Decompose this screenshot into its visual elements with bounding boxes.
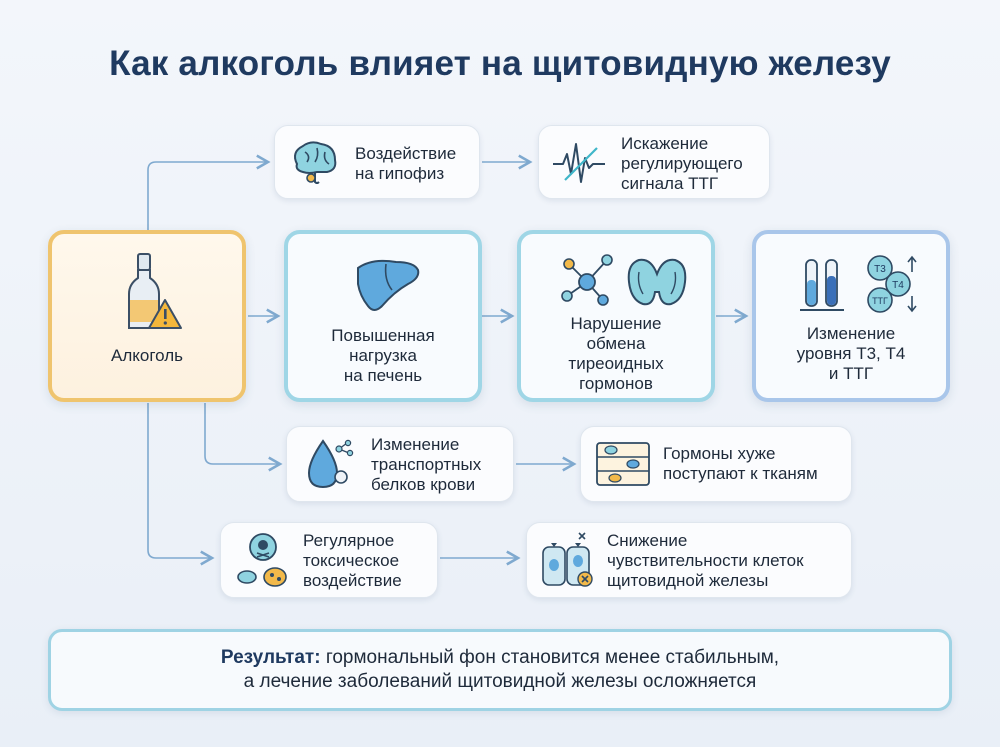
node-metabolism-text: Нарушение обмена тиреоидных гормонов: [521, 314, 711, 394]
node-tsh-signal: Искажение регулирующего сигнала ТТГ: [538, 125, 770, 199]
tissue-cells-icon: [596, 442, 650, 486]
node-transport-line: белков крови: [371, 475, 476, 494]
node-transport-line: транспортных: [371, 455, 482, 474]
node-tsh-signal-line: регулирующего: [621, 154, 743, 173]
blood-drop-icon: [307, 439, 354, 489]
node-pituitary-line: на гипофиз: [355, 164, 445, 183]
node-tissues: Гормоны хуже поступают к тканям: [580, 426, 852, 502]
node-liver-text: Повышенная нагрузка на печень: [288, 326, 478, 386]
molecule-icon: [561, 254, 613, 306]
node-levels-line: уровня Т3, Т4: [796, 344, 906, 363]
test-tubes-icon: [800, 259, 844, 311]
result-text-2: а лечение заболеваний щитовидной железы …: [243, 671, 757, 692]
node-tsh-signal-line: Искажение: [621, 134, 709, 153]
node-liver: Повышенная нагрузка на печень: [284, 230, 482, 402]
node-alcohol-label: Алкоголь: [110, 346, 184, 365]
node-levels-line: и ТТГ: [828, 364, 874, 383]
node-toxic-line: токсическое: [303, 551, 400, 570]
t3-label: T3: [874, 264, 886, 275]
arrow-alcohol-pituitary: [147, 154, 271, 232]
node-toxic: Регулярное токсическое воздействие: [220, 522, 438, 598]
brain-icon: [294, 141, 337, 184]
arrow-alcohol-toxic: [147, 403, 215, 566]
bottle-warning-icon: [128, 253, 182, 329]
arrow-alcohol-transport: [204, 403, 283, 472]
result-box: Результат: гормональный фон становится м…: [48, 629, 952, 711]
node-metabolism-line: тиреоидных: [568, 354, 664, 373]
liver-icon: [357, 259, 420, 311]
result-line-1: Результат: гормональный фон становится м…: [51, 646, 949, 670]
node-sensitivity-line: Снижение: [607, 531, 688, 550]
node-metabolism-line: гормонов: [579, 374, 653, 393]
signal-wave-icon: [553, 143, 605, 183]
node-metabolism-line: обмена: [586, 334, 646, 353]
node-sensitivity-text: Снижение чувствительности клеток щитовид…: [607, 531, 804, 591]
node-toxic-line: воздействие: [303, 571, 402, 590]
node-transport-text: Изменение транспортных белков крови: [371, 435, 481, 495]
node-metabolism-line: Нарушение: [570, 314, 662, 333]
node-pituitary-text: Воздействие на гипофиз: [355, 144, 456, 184]
node-levels: T3 T4 ТТГ Изменение уровня Т3, Т4 и ТТГ: [752, 230, 950, 402]
t4-label: T4: [892, 280, 904, 291]
node-tissues-text: Гормоны хуже поступают к тканям: [663, 444, 818, 484]
hormone-levels-icon: T3 T4 ТТГ: [867, 255, 917, 313]
node-liver-line: нагрузка: [349, 346, 417, 365]
node-toxic-text: Регулярное токсическое воздействие: [303, 531, 402, 591]
node-alcohol: Алкоголь: [48, 230, 246, 402]
cell-receptor-icon: [542, 532, 593, 587]
node-tsh-signal-text: Искажение регулирующего сигнала ТТГ: [621, 134, 743, 194]
node-liver-line: на печень: [343, 366, 423, 385]
node-sensitivity: Снижение чувствительности клеток щитовид…: [526, 522, 852, 598]
node-tissues-line: Гормоны хуже: [663, 444, 776, 463]
node-levels-line: Изменение: [806, 324, 896, 343]
thyroid-icon: [627, 258, 687, 306]
result-text-1: гормональный фон становится менее стабил…: [325, 647, 780, 668]
node-tissues-line: поступают к тканям: [663, 464, 818, 483]
node-tsh-signal-line: сигнала ТТГ: [621, 174, 719, 193]
node-toxic-line: Регулярное: [303, 531, 395, 550]
node-levels-text: Изменение уровня Т3, Т4 и ТТГ: [756, 324, 946, 384]
result-label: Результат:: [220, 647, 321, 668]
ttg-label: ТТГ: [872, 296, 888, 306]
node-sensitivity-line: чувствительности клеток: [607, 551, 804, 570]
node-transport-line: Изменение: [371, 435, 460, 454]
node-sensitivity-line: щитовидной железы: [607, 571, 769, 590]
node-pituitary-line: Воздействие: [355, 144, 457, 163]
page-title: Как алкоголь влияет на щитовидную железу: [109, 44, 891, 83]
toxic-icon: [237, 533, 287, 587]
node-metabolism: Нарушение обмена тиреоидных гормонов: [517, 230, 715, 402]
node-liver-line: Повышенная: [331, 326, 435, 345]
node-transport: Изменение транспортных белков крови: [286, 426, 514, 502]
node-pituitary: Воздействие на гипофиз: [274, 125, 480, 199]
